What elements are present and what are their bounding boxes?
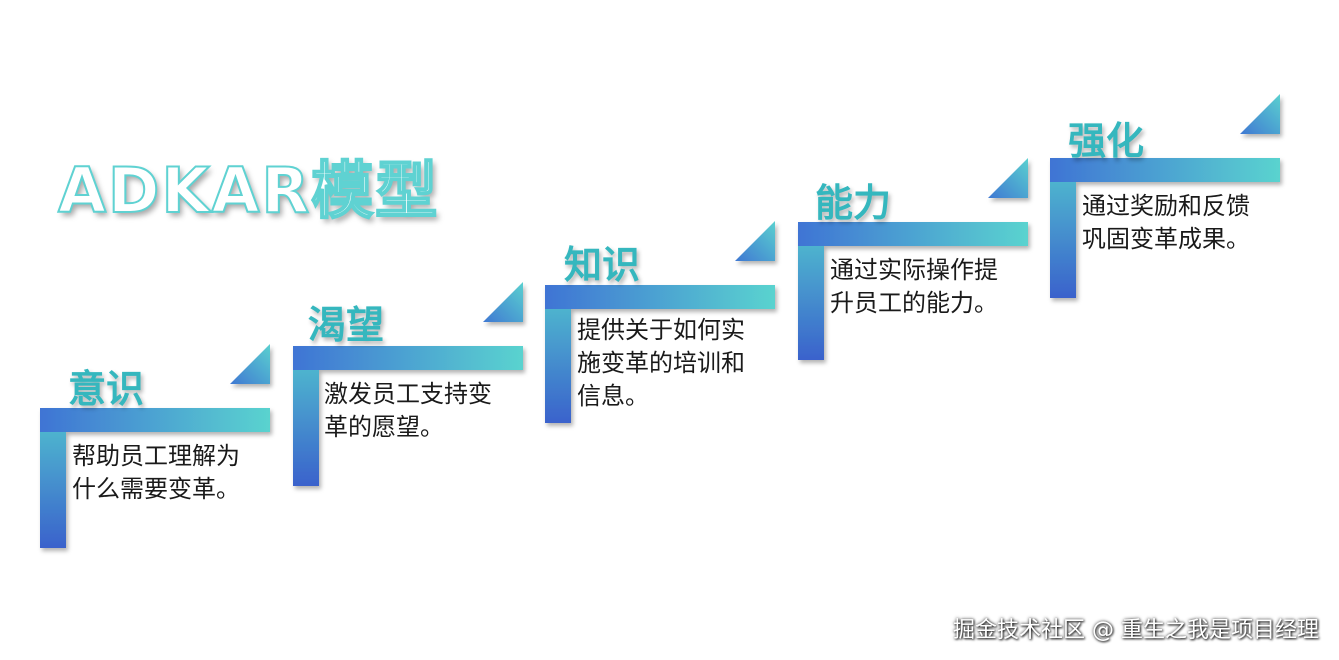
desc-line: 激发员工支持变 [324, 380, 492, 408]
step-desc-desire: 激发员工支持变 革的愿望。 [324, 378, 492, 444]
desc-line: 帮助员工理解为 [72, 442, 240, 470]
step-bracket-horizontal [798, 222, 1028, 246]
step-desc-reinforcement: 通过奖励和反馈 巩固变革成果。 [1082, 190, 1250, 256]
desc-line: 通过奖励和反馈 [1082, 192, 1250, 220]
step-desc-ability: 通过实际操作提 升员工的能力。 [830, 254, 998, 320]
step-title-desire: 渴望 [308, 303, 385, 347]
diagram-title: ADKAR模型 [57, 153, 440, 228]
step-bracket-horizontal [40, 408, 270, 432]
step-desc-awareness: 帮助员工理解为 什么需要变革。 [72, 440, 240, 506]
watermark: 掘金技术社区 @ 重生之我是项目经理 [953, 618, 1319, 643]
desc-line: 革的愿望。 [324, 413, 444, 441]
step-connector-triangle [483, 282, 523, 322]
step-desc-knowledge: 提供关于如何实 施变革的培训和 信息。 [577, 314, 745, 413]
step-title-awareness: 意识 [68, 367, 145, 411]
step-bracket-horizontal [293, 346, 523, 370]
step-connector-triangle [988, 158, 1028, 198]
desc-line: 施变革的培训和 [577, 349, 745, 377]
desc-line: 巩固变革成果。 [1082, 225, 1250, 253]
step-connector-triangle [230, 344, 270, 384]
desc-line: 提供关于如何实 [577, 316, 745, 344]
desc-line: 信息。 [577, 382, 649, 410]
step-connector-triangle [735, 221, 775, 261]
step-bracket-awareness [40, 344, 270, 548]
desc-line: 什么需要变革。 [72, 475, 240, 503]
step-bracket-reinforcement [1050, 94, 1280, 298]
step-title-knowledge: 知识 [564, 243, 641, 287]
step-connector-triangle [1240, 94, 1280, 134]
step-bracket-ability [798, 158, 1028, 360]
step-bracket-knowledge [545, 221, 775, 423]
desc-line: 升员工的能力。 [830, 289, 998, 317]
step-bracket-horizontal [545, 285, 775, 309]
desc-line: 通过实际操作提 [830, 256, 998, 284]
step-bracket-desire [293, 282, 523, 486]
step-title-ability: 能力 [815, 181, 892, 225]
step-bracket-horizontal [1050, 158, 1280, 182]
step-title-reinforcement: 强化 [1068, 119, 1145, 163]
